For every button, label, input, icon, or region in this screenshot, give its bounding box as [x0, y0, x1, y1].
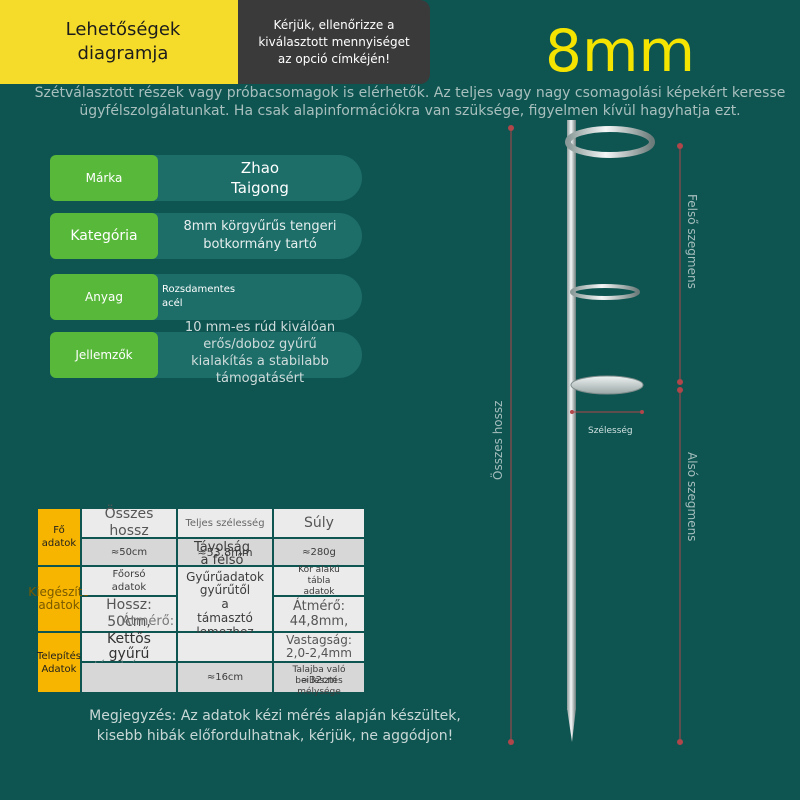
install-depth: Talajba való beillesztés mélysége ≈32cm — [274, 663, 364, 697]
value-ring-distance: ≈16cm — [178, 663, 272, 692]
upper-segment-cap-bottom — [677, 379, 683, 385]
total-length-cap-bottom — [508, 739, 514, 745]
value-width-overlay: Távolság a felső — [194, 540, 251, 568]
install-depth-label: Talajba való beillesztés mélysége — [292, 665, 346, 697]
cell-main-rod: Főorsó adatok — [82, 567, 176, 595]
cell-ring-label: Gyűrűadatok — [186, 570, 264, 584]
middle-ring — [570, 284, 640, 300]
install-dark-cell — [82, 663, 176, 692]
value-weight: ≈280g — [274, 539, 364, 565]
value-rod: Hossz: 50cm, Átmérő: 8mm — [82, 597, 176, 646]
size-heading: 8mm — [545, 17, 695, 85]
value-length: ≈50cm — [82, 539, 176, 565]
spec-label-category: Kategória — [50, 213, 158, 259]
data-table: Fő adatok Kiegészítő adatok Telepítés Ad… — [28, 506, 364, 697]
footnote: Megjegyzés: Az adatok kézi mérés alapján… — [89, 708, 461, 744]
cell-plate: Kör alakú tábla adatok — [274, 565, 364, 597]
header-total-length: Összes hossz — [82, 506, 176, 539]
top-ring — [565, 126, 655, 158]
rod-tip — [567, 708, 576, 742]
width-cap-left — [570, 410, 574, 414]
header-weight: Súly — [274, 509, 364, 537]
row-label-install: Telepítés Adatok — [37, 633, 81, 692]
install-depth-value: ≈32cm — [300, 675, 338, 686]
width-label: Szélesség — [588, 426, 633, 436]
lower-segment-cap-top — [677, 387, 683, 393]
spec-value-brand: Zhao Taigong — [231, 159, 289, 197]
install-blank — [178, 633, 272, 661]
install-ring-label-text: Kettős gyűrű — [107, 631, 151, 662]
width-cap-right — [640, 410, 644, 414]
options-diagram-badge: Lehetőségek diagramja — [0, 0, 246, 84]
total-length-cap-top — [508, 125, 514, 131]
spec-label-material: Anyag — [50, 274, 158, 320]
total-length-label: Összes hossz — [491, 400, 505, 480]
value-width-text: ≈53.8mm — [197, 545, 253, 559]
header-total-width: Teljes szélesség — [178, 509, 272, 537]
upper-segment-label: Felső szegmens — [685, 194, 699, 289]
spec-value-material: Rozsdamentes acél — [162, 284, 236, 309]
rod-shaft — [567, 120, 576, 710]
row-label-main: Fő adatok — [38, 509, 80, 565]
spec-value-category: 8mm körgyűrűs tengeri botkormány tartó — [183, 219, 337, 252]
value-ring-diameter: Átmérő: 44,8mm, — [274, 597, 364, 631]
row-label-additional: Kiegészítő adatok — [28, 567, 90, 631]
lower-segment-label: Alsó szegmens — [685, 452, 699, 542]
lower-segment-cap-bottom — [677, 739, 683, 745]
spec-label-features: Jellemzők — [50, 332, 158, 378]
spec-value-features: 10 mm-es rúd kiválóan erős/doboz gyűrű k… — [184, 320, 336, 386]
availability-notice: Szétválasztott részek vagy próbacsomagok… — [34, 85, 786, 119]
upper-segment-cap-top — [677, 143, 683, 149]
value-rod-text: Hossz: 50cm, — [106, 597, 152, 630]
quantity-note-badge: Kérjük, ellenőrizze a kiválasztott menny… — [238, 0, 430, 84]
spec-label-brand: Márka — [50, 155, 158, 201]
value-plate-thickness: Vastagság: 2,0-2,4mm — [274, 633, 364, 661]
value-width: ≈53.8mm Távolság a felső — [178, 539, 272, 568]
support-plate — [570, 375, 644, 395]
